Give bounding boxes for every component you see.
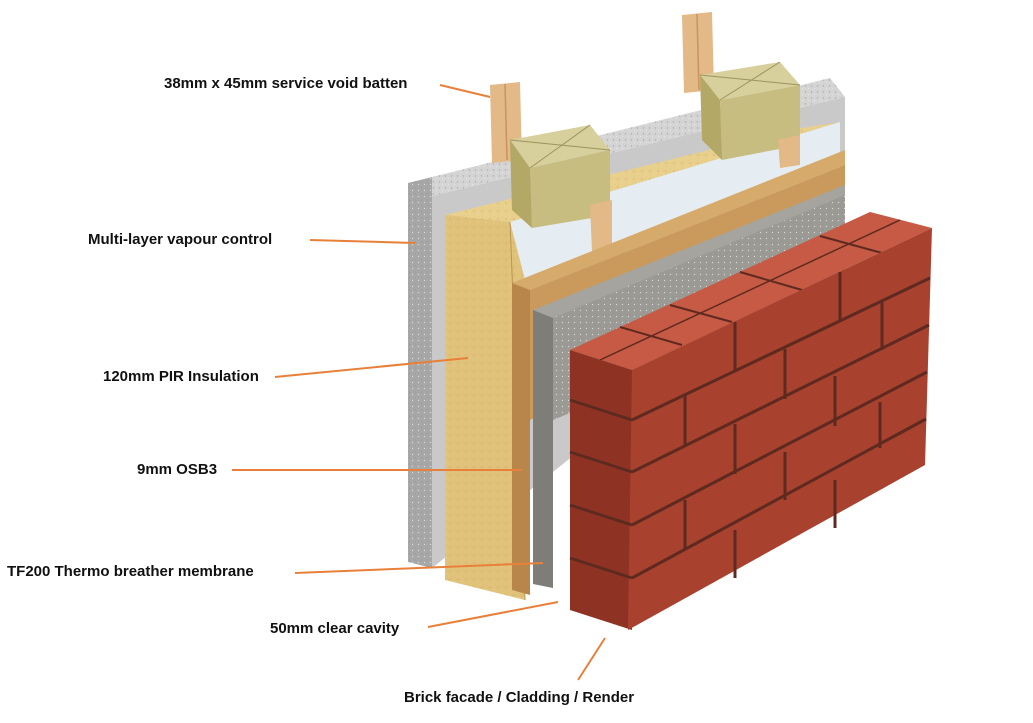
service-void-battens <box>490 12 714 163</box>
leader-facade <box>577 637 606 681</box>
label-clear-cavity: 50mm clear cavity <box>270 620 400 637</box>
leader-cavity <box>427 601 559 628</box>
label-osb3: 9mm OSB3 <box>137 461 218 478</box>
label-vapour-control: Multi-layer vapour control <box>88 231 273 248</box>
leader-vapour <box>309 239 416 244</box>
label-pir-insulation: 120mm PIR Insulation <box>103 368 259 385</box>
label-breather-membrane: TF200 Thermo breather membrane <box>7 563 254 580</box>
label-batten: 38mm x 45mm service void batten <box>164 75 408 92</box>
leader-pir <box>274 357 469 378</box>
leader-membrane <box>294 562 544 574</box>
timber-battens <box>509 61 801 252</box>
label-brick-facade: Brick facade / Cladding / Render <box>404 689 635 706</box>
brick-side-face <box>570 350 632 630</box>
leader-batten <box>439 84 491 98</box>
brick-top-face <box>570 212 932 370</box>
brick-facade <box>569 212 932 630</box>
brick-front-face <box>628 228 932 630</box>
leader-lines <box>232 84 606 681</box>
